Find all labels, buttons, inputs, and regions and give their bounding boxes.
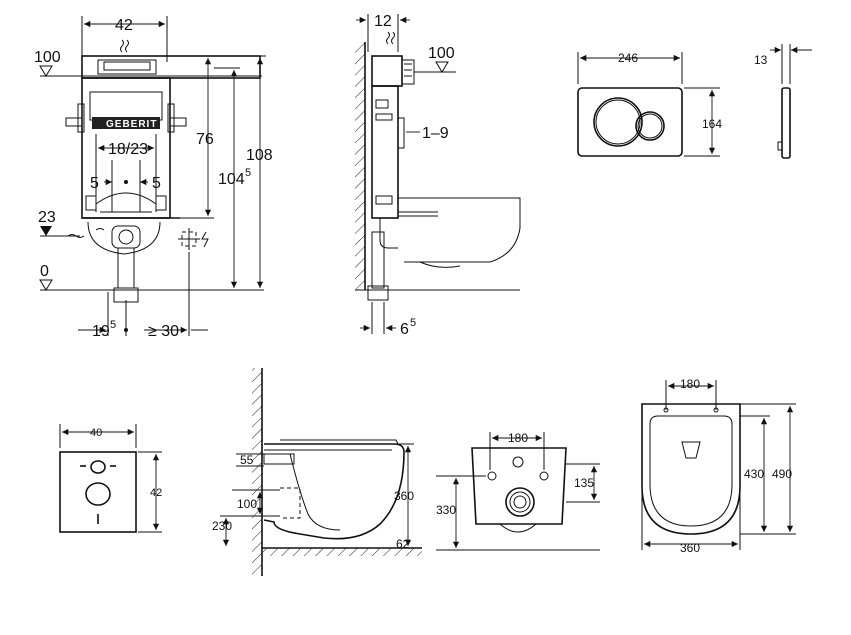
template-height-label: 42 [150, 487, 162, 499]
bowl-rear-330-label: 330 [436, 503, 456, 517]
bowl-side-100-label: 100 [237, 497, 257, 511]
front-inner-label: 18/23 [108, 141, 148, 158]
side-range-label: 1–9 [422, 125, 449, 142]
side-bottom-6-label: 6 [400, 321, 409, 338]
front-height-76-label: 76 [196, 131, 214, 148]
plate-thickness-label: 13 [754, 53, 768, 67]
front-offset-19-label: 19 [92, 323, 110, 340]
front-level-23-label: 23 [38, 209, 56, 226]
front-height-104-label: 104 [218, 171, 245, 188]
side-level-100-label: 100 [428, 45, 455, 62]
front-width-label: 42 [115, 17, 133, 34]
bowl-side-360-label: 360 [394, 489, 414, 503]
bowl-top-360-label: 360 [680, 541, 700, 555]
front-min-30-label: ≥ 30 [148, 323, 179, 340]
bowl-rear-135-label: 135 [574, 476, 594, 490]
front-level-100-label: 100 [34, 49, 61, 66]
bowl-top-490-label: 490 [772, 467, 792, 481]
front-view-frame: 42 100 GEBERIT 18/23 5 5 [34, 16, 273, 340]
side-view-frame: 12 100 1–9 6 5 [355, 13, 521, 338]
bowl-rear-180-label: 180 [508, 431, 528, 445]
bowl-top-180-label: 180 [680, 377, 700, 391]
plate-width-label: 246 [618, 51, 638, 65]
bowl-side-55-label: 55 [240, 453, 254, 467]
front-level-0-label: 0 [40, 263, 49, 280]
flush-plate-front: 246 164 [577, 51, 722, 157]
bowl-side-view: 55 100 230 360 62 [212, 368, 422, 576]
side-depth-12-label: 12 [374, 13, 392, 30]
front-height-108-label: 108 [246, 147, 273, 164]
front-left-5-label: 5 [90, 175, 99, 192]
side-bottom-6-sup: 5 [410, 317, 416, 329]
bowl-side-62-label: 62 [396, 537, 410, 551]
bowl-top-view: 180 430 490 360 [641, 377, 796, 555]
flush-plate-side: 13 [754, 44, 812, 159]
bowl-rear-view: 180 135 330 [436, 431, 600, 551]
bowl-top-430-label: 430 [744, 467, 764, 481]
wall-template: 40 42 [59, 424, 162, 533]
bowl-side-230-label: 230 [212, 519, 232, 533]
brand-logo-text: GEBERIT [106, 119, 157, 130]
plate-height-label: 164 [702, 117, 722, 131]
front-right-5-label: 5 [152, 175, 161, 192]
template-width-label: 40 [90, 427, 102, 439]
front-offset-19-sup: 5 [110, 319, 116, 331]
front-height-104-sup: 5 [245, 167, 251, 179]
